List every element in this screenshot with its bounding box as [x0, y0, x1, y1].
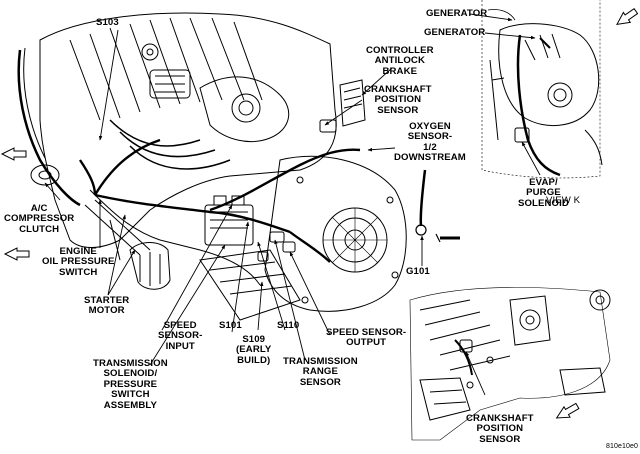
label-transmission-solenoid-pressure-switch-assembly: TRANSMISSION SOLENOID/ PRESSURE SWITCH A…	[93, 358, 168, 411]
label-s103: S103	[96, 17, 119, 28]
label-crankshaft-position-sensor-lower: CRANKSHAFT POSITION SENSOR	[466, 413, 534, 445]
label-s110: S110	[277, 320, 300, 331]
label-speed-sensor-input: SPEED SENSOR- INPUT	[158, 320, 203, 352]
wiring-harness	[79, 138, 361, 263]
label-transmission-range-sensor: TRANSMISSION RANGE SENSOR	[283, 356, 358, 388]
label-starter-motor: STARTER MOTOR	[84, 295, 130, 317]
label-g101: G101	[406, 266, 430, 277]
figure-id: 810e10e0	[606, 443, 638, 450]
leader-lines	[44, 13, 541, 396]
label-evap-purge-solenoid: EVAP/ PURGE SOLENOID	[518, 177, 569, 209]
label-ac-compressor-clutch: A/C COMPRESSOR CLUTCH	[4, 203, 75, 235]
g101-ground-strap	[415, 169, 460, 243]
label-controller-antilock-brake: CONTROLLER ANTILOCK BRAKE	[366, 45, 434, 77]
direction-arrow-icon	[0, 7, 639, 419]
label-engine-oil-pressure-switch: ENGINE OIL PRESSURE SWITCH	[42, 246, 115, 278]
label-speed-sensor-output: SPEED SENSOR- OUTPUT	[326, 327, 407, 349]
label-s101: S101	[219, 320, 242, 331]
label-view-k: VIEW K	[546, 195, 581, 206]
view-k-inset	[481, 0, 603, 179]
label-generator: GENERATOR	[426, 8, 488, 19]
label-generator-second: GENERATOR	[424, 27, 486, 38]
label-s109-early-build: S109 (EARLY BUILD)	[236, 334, 272, 366]
label-oxygen-sensor-downstream: OXYGEN SENSOR- 1/2 DOWNSTREAM	[394, 121, 466, 164]
label-crankshaft-position-sensor-upper: CRANKSHAFT POSITION SENSOR	[364, 84, 432, 116]
